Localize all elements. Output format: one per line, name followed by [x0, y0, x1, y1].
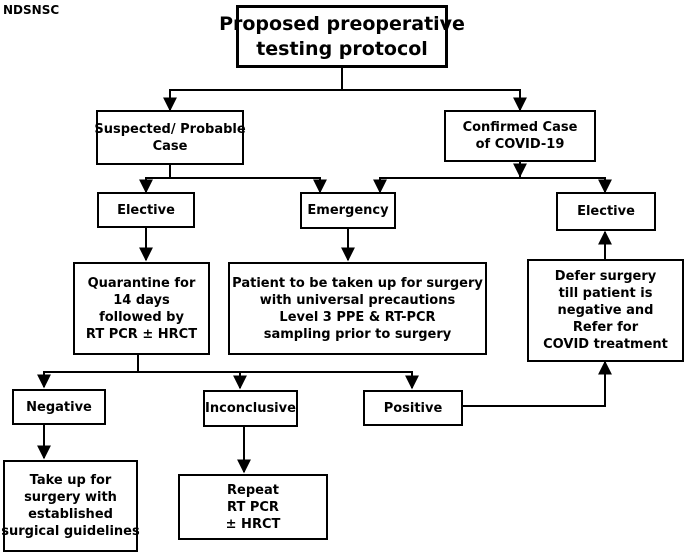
connector-quarantine-positive	[240, 371, 419, 390]
quarantine-line: followed by	[99, 309, 184, 325]
connector-title-split	[169, 68, 520, 110]
suspected-case-line: Case	[152, 138, 188, 154]
connector-positive-defer	[463, 360, 612, 407]
inconclusive-line: Inconclusive	[205, 401, 296, 416]
confirmed-case-line: Confirmed Case	[462, 120, 578, 135]
emergency-action-line: Patient to be taken up for surgery	[232, 275, 483, 291]
elective-left-box: Elective	[97, 192, 195, 228]
quarantine-line: 14 days	[113, 292, 170, 308]
take-up-box: Take up for surgery with established surgic…	[1, 460, 140, 552]
take-up-line: Take up for	[29, 473, 112, 488]
defer-surgery-box: Defer surgery till patient is negative and…	[527, 259, 684, 362]
take-up-line: surgery with	[24, 490, 117, 505]
elective-right-box: Elective	[556, 192, 656, 231]
confirmed-case-box: Confirmed Case of COVID-19	[444, 110, 596, 162]
elective-right-line: Elective	[577, 204, 635, 219]
defer-surgery-line: negative and	[557, 303, 654, 318]
quarantine-line: RT PCR ± HRCT	[85, 326, 198, 342]
connector-quarantine-inconclusive	[138, 371, 247, 390]
connector-confirmed-emergency	[373, 162, 521, 194]
emergency-box: Emergency	[300, 192, 396, 229]
defer-surgery-line: till patient is	[558, 286, 653, 301]
connector-quarantine-split	[37, 355, 139, 389]
emergency-action-line: Level 3 PPE & RT-PCR	[279, 309, 436, 325]
take-up-line: established	[28, 507, 113, 522]
inconclusive-box: Inconclusive	[203, 390, 298, 427]
defer-surgery-line: Refer for	[572, 320, 639, 335]
positive-line: Positive	[383, 400, 443, 416]
watermark-label: NDSNSC	[3, 3, 60, 17]
emergency-action-line: with universal precautions	[259, 292, 456, 308]
defer-surgery-line: COVID treatment	[543, 337, 668, 352]
negative-line: Negative	[26, 399, 92, 415]
elective-left-line: Elective	[117, 202, 175, 218]
positive-box: Positive	[363, 390, 463, 426]
repeat-line: RT PCR	[227, 499, 279, 515]
suspected-case-line: Suspected/ Probable	[94, 121, 246, 137]
repeat-line: Repeat	[227, 482, 279, 498]
defer-surgery-line: Defer surgery	[554, 269, 657, 284]
negative-box: Negative	[12, 389, 106, 425]
connector-confirmed-elective	[520, 177, 612, 194]
quarantine-line: Quarantine for	[87, 275, 196, 291]
repeat-line: ± HRCT	[225, 516, 281, 532]
connector-suspected-emergency	[170, 177, 327, 194]
title-line: testing protocol	[256, 37, 428, 60]
emergency-action-line: sampling prior to surgery	[263, 326, 452, 342]
take-up-line: surgical guidelines	[1, 524, 140, 539]
emergency-line: Emergency	[307, 203, 389, 218]
title-line: Proposed preoperative	[219, 12, 465, 35]
connector-suspected-elective	[139, 165, 171, 194]
confirmed-case-line: of COVID-19	[475, 137, 565, 152]
